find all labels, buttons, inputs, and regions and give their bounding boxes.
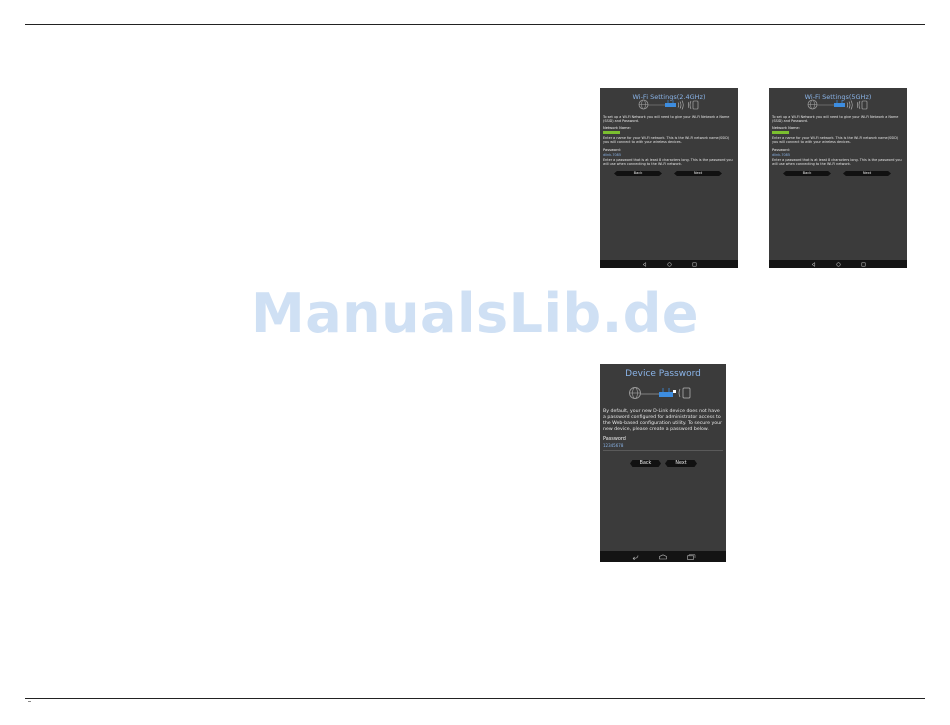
globe-icon (629, 387, 641, 399)
corner-mark (28, 701, 31, 702)
home-nav-icon[interactable] (666, 261, 672, 267)
network-diagram-icon (807, 99, 868, 110)
password-underline (603, 450, 723, 451)
password-help: Enter a password that is at least 8 char… (603, 158, 733, 167)
network-name-help: Enter a name for your Wi-Fi network. Thi… (603, 136, 730, 145)
network-diagram-icon (638, 99, 699, 110)
network-name-help: Enter a name for your Wi-Fi network. Thi… (772, 136, 899, 145)
network-name-label: Network Name: (603, 126, 631, 130)
router-icon (834, 100, 845, 107)
network-diagram-icon (629, 387, 691, 399)
phone-icon (678, 387, 691, 399)
top-rule (25, 24, 925, 25)
password-help: Enter a password that is at least 8 char… (772, 158, 902, 167)
network-name-input[interactable] (603, 131, 620, 134)
page-title: Wi-Fi Settings(2.4GHz) (632, 93, 706, 101)
network-name-label: Network Name: (772, 126, 800, 130)
router-icon (659, 388, 676, 397)
globe-icon (638, 99, 649, 110)
bottom-rule (25, 698, 925, 699)
password-input[interactable]: dlink-7085 (772, 153, 791, 157)
network-name-input[interactable] (772, 131, 789, 134)
wifi-waves-icon (846, 100, 853, 110)
phone-icon (687, 100, 699, 110)
globe-icon (807, 99, 818, 110)
password-input[interactable]: 12345678 (603, 443, 624, 448)
page-title: Wi-Fi Settings(5GHz) (804, 93, 872, 101)
password-label: Password: (603, 148, 621, 152)
intro-text: To set up a Wi-Fi Network you will need … (772, 115, 899, 124)
back-nav-icon[interactable] (630, 554, 640, 560)
page-title: Device Password (625, 369, 701, 379)
password-input[interactable]: dlink-7085 (603, 153, 622, 157)
intro-text: To set up a Wi-Fi Network you will need … (603, 115, 730, 124)
back-nav-icon[interactable] (642, 261, 647, 267)
back-button[interactable]: Back (630, 460, 661, 467)
intro-text: By default, your new D-Link device does … (603, 409, 722, 432)
wifi-waves-icon (677, 100, 684, 110)
password-label: Password (603, 436, 626, 442)
phone-icon (856, 100, 868, 110)
device-password-screen: Device Password By default, your new D-L… (600, 364, 726, 562)
android-nav-bar (600, 260, 738, 268)
router-icon (665, 100, 676, 107)
wifi-5ghz-screen: Wi-Fi Settings(5GHz) To set up a Wi-Fi N… (769, 88, 907, 268)
next-button[interactable]: Next (843, 171, 891, 176)
home-nav-icon[interactable] (835, 261, 841, 267)
wifi-24ghz-screen: Wi-Fi Settings(2.4GHz) To set up a Wi-Fi… (600, 88, 738, 268)
back-button[interactable]: Back (783, 171, 831, 176)
back-nav-icon[interactable] (811, 261, 816, 267)
android-nav-bar (600, 551, 726, 562)
android-nav-bar (769, 260, 907, 268)
back-button[interactable]: Back (614, 171, 662, 176)
recents-nav-icon[interactable] (861, 262, 866, 267)
recents-nav-icon[interactable] (692, 262, 697, 267)
next-button[interactable]: Next (674, 171, 722, 176)
password-label: Password: (772, 148, 790, 152)
watermark: ManualsLib.de (250, 282, 700, 345)
recents-nav-icon[interactable] (686, 554, 696, 560)
home-nav-icon[interactable] (658, 553, 668, 560)
next-button[interactable]: Next (665, 460, 697, 467)
